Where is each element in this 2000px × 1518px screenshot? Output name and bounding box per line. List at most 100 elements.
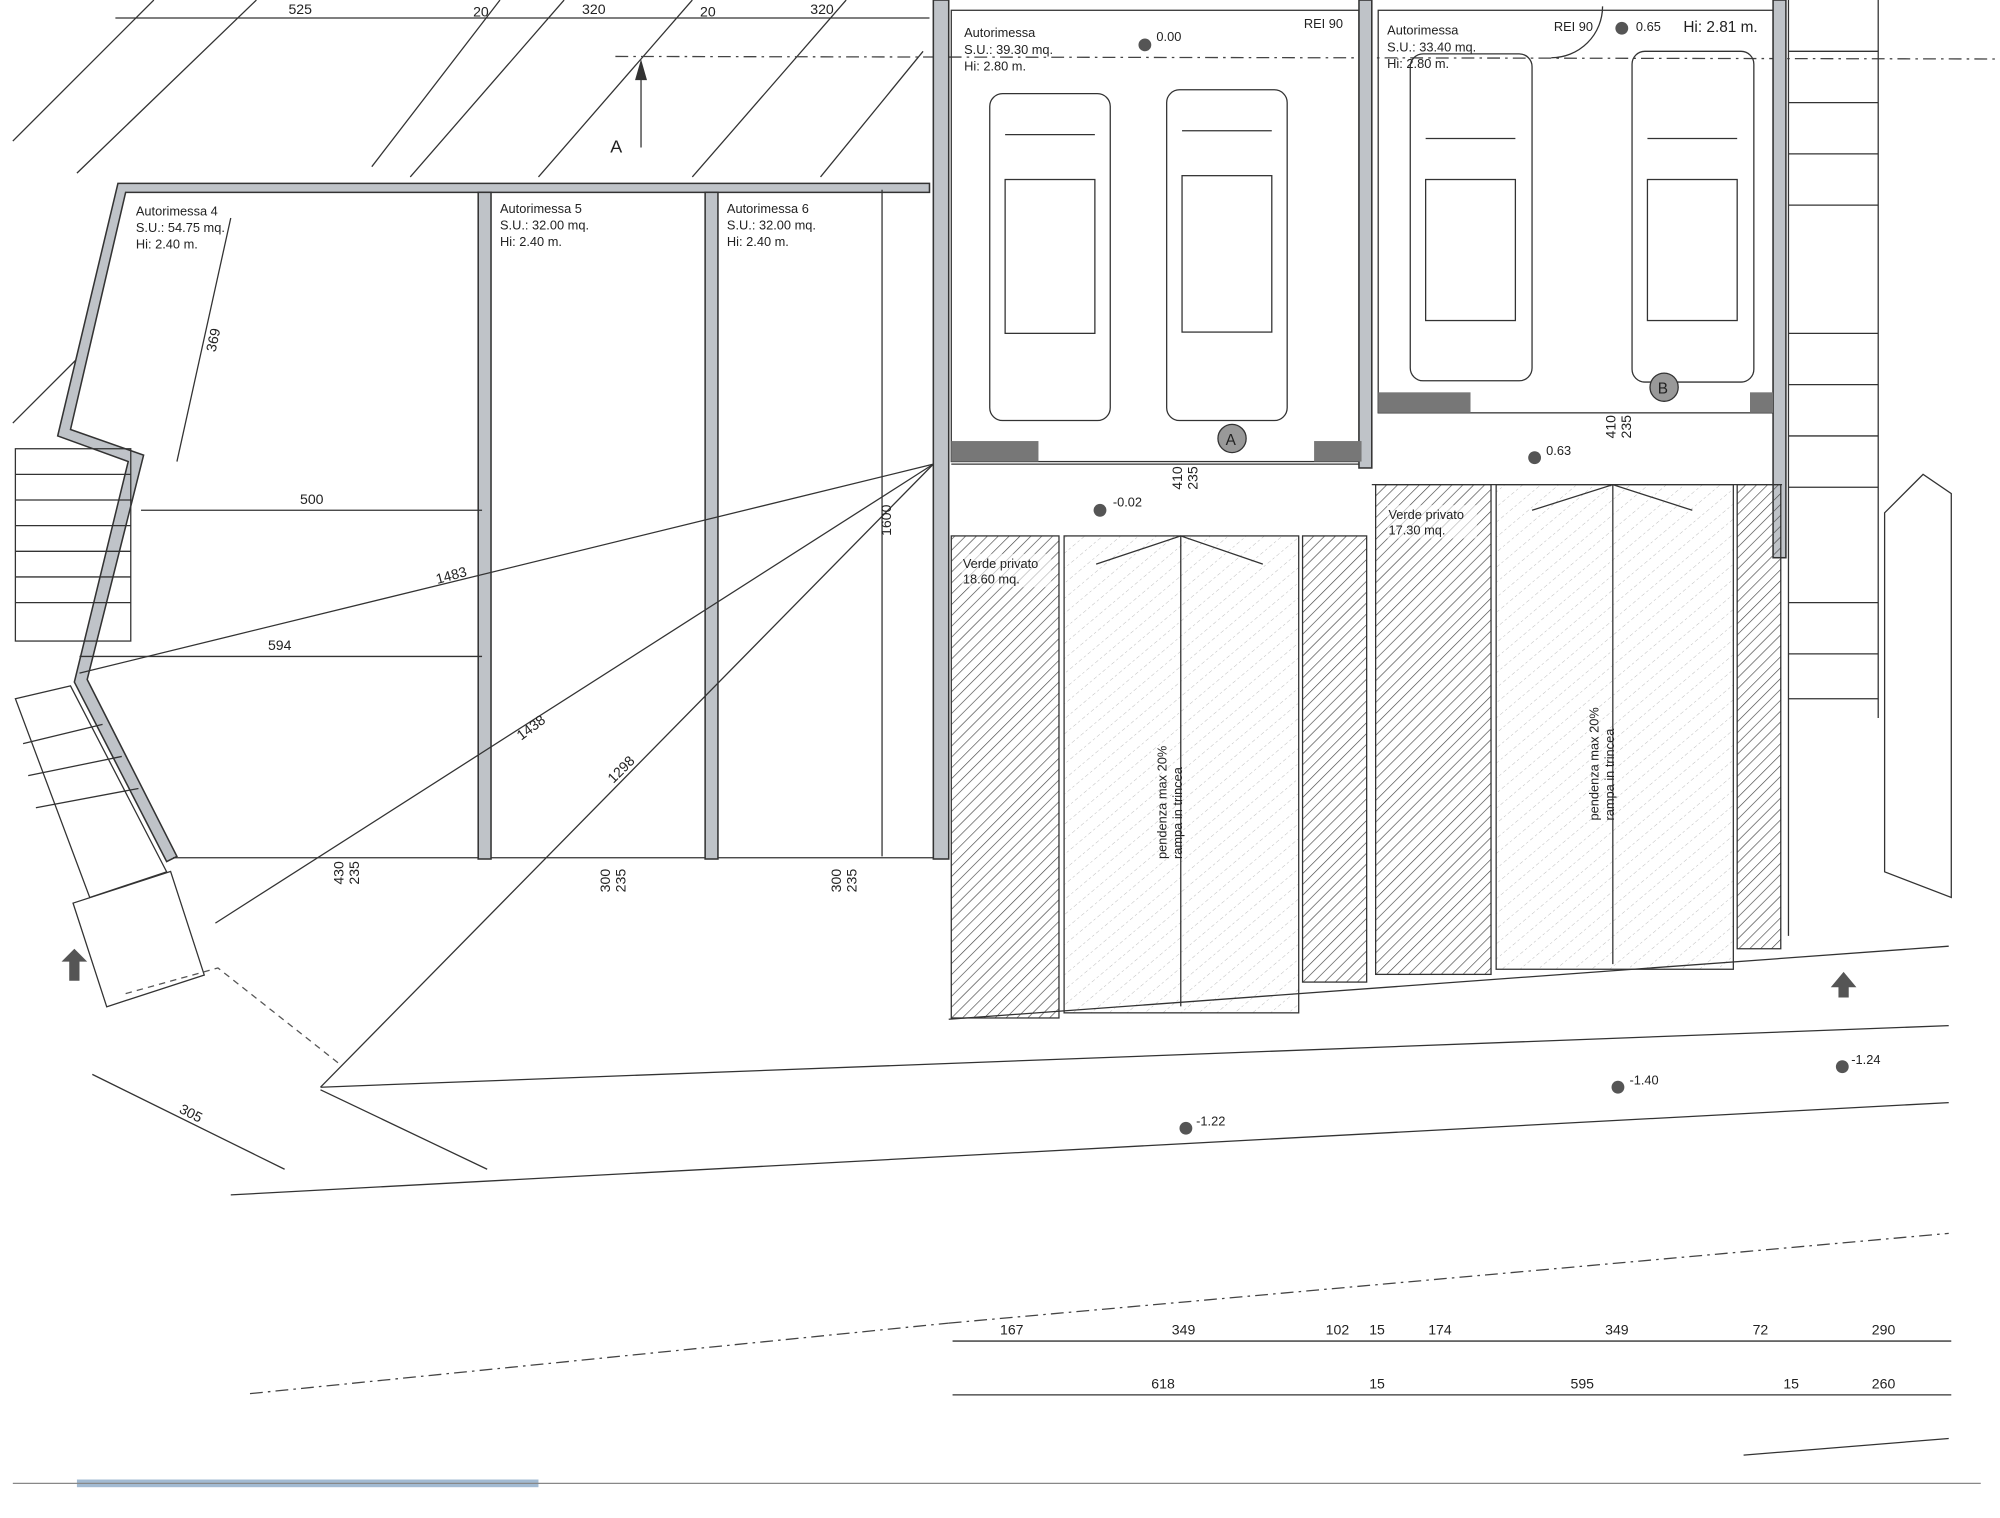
svg-text:235: 235 [843, 869, 859, 893]
stairs-right [1787, 0, 1952, 936]
svg-text:0.00: 0.00 [1156, 29, 1181, 44]
garage-6-name: Autorimessa 6 [727, 201, 809, 216]
dim-305: 305 [177, 1101, 205, 1126]
dim-1600: 1600 [878, 504, 894, 536]
road-lines [125, 945, 1949, 1456]
private-green-a [950, 535, 1060, 1019]
dim-1483: 1483 [434, 563, 469, 587]
garage-4-label: Autorimessa 4 S.U.: 54.75 mq. Hi: 2.40 m… [136, 203, 225, 251]
svg-text:-1.24: -1.24 [1851, 1052, 1880, 1067]
svg-text:410: 410 [1602, 415, 1618, 439]
svg-text:300: 300 [828, 869, 844, 893]
elevation-marker: 0.00 0.65 0.63 -0.02 -1.22 -1.40 -1.24 [1093, 19, 1881, 1135]
svg-text:260: 260 [1872, 1375, 1896, 1391]
door-a-label: REI 90 [1304, 16, 1343, 31]
dim-525: 525 [288, 1, 312, 17]
hi-label: Hi: 2.81 m. [1683, 19, 1757, 36]
green-b-area: 17.30 mq. [1388, 523, 1445, 538]
ramp-b-slope: pendenza max 20% [1587, 707, 1602, 820]
garage-5-name: Autorimessa 5 [500, 201, 582, 216]
dim-594: 594 [268, 637, 292, 653]
marker-a [1217, 423, 1247, 454]
terrain-lines [12, 0, 924, 424]
svg-text:235: 235 [346, 861, 362, 885]
svg-text:Hi: 2.80 m.: Hi: 2.80 m. [964, 59, 1026, 74]
svg-text:235: 235 [613, 869, 629, 893]
garage-a-room [950, 9, 1360, 463]
private-green-b [1375, 484, 1492, 976]
svg-text:-1.40: -1.40 [1629, 1073, 1658, 1088]
plan-dimension-lines [79, 189, 934, 1170]
partition-wall-6 [704, 191, 719, 860]
svg-text:618: 618 [1151, 1375, 1175, 1391]
svg-text:REI 90: REI 90 [1304, 16, 1343, 31]
ramp-b [1495, 484, 1734, 970]
garage-5-label: Autorimessa 5 S.U.: 32.00 mq. Hi: 2.40 m… [500, 201, 589, 249]
section-line [615, 55, 2000, 60]
pillar [1750, 392, 1774, 413]
top-dimension-line: 525 20 320 20 320 [115, 1, 930, 20]
svg-text:349: 349 [1172, 1322, 1196, 1338]
wall-a-b [1358, 0, 1373, 469]
svg-text:-1.22: -1.22 [1196, 1114, 1225, 1129]
svg-text:290: 290 [1872, 1322, 1896, 1338]
party-wall [932, 0, 950, 860]
car-icon [989, 92, 1111, 422]
svg-text:410: 410 [1169, 466, 1185, 490]
entrance-arrow-icon [61, 948, 88, 981]
garage-5-height: Hi: 2.40 m. [500, 234, 562, 249]
dimension-row-2: 618 15 595 15 260 [952, 1375, 1952, 1396]
garage-4-area: S.U.: 54.75 mq. [136, 220, 225, 235]
entrance-arrow-icon [1830, 971, 1857, 998]
marker-b [1649, 372, 1679, 402]
garage-6-area: S.U.: 32.00 mq. [727, 218, 816, 233]
outer-wall [56, 182, 931, 863]
dim-20a: 20 [473, 4, 489, 20]
svg-text:S.U.: 39.30 mq.: S.U.: 39.30 mq. [964, 42, 1053, 57]
svg-text:167: 167 [1000, 1322, 1024, 1338]
green-a-area: 18.60 mq. [963, 571, 1020, 586]
section-arrow-icon [635, 59, 648, 148]
garage-4-name: Autorimessa 4 [136, 203, 218, 218]
svg-text:15: 15 [1783, 1375, 1799, 1391]
pillar [1378, 392, 1471, 413]
partition-wall-5 [477, 191, 492, 860]
svg-text:15: 15 [1369, 1322, 1385, 1338]
car-icon [1166, 89, 1288, 422]
svg-text:0.65: 0.65 [1636, 19, 1661, 34]
svg-text:72: 72 [1753, 1322, 1769, 1338]
garage-6-height: Hi: 2.40 m. [727, 234, 789, 249]
door-swing [1551, 6, 1604, 59]
svg-text:Autorimessa: Autorimessa [1387, 23, 1459, 38]
svg-text:300: 300 [597, 869, 613, 893]
svg-text:174: 174 [1428, 1322, 1452, 1338]
dim-20b: 20 [700, 4, 716, 20]
svg-text:REI 90: REI 90 [1554, 19, 1593, 34]
pillar [1314, 441, 1362, 462]
dim-320a: 320 [582, 1, 606, 17]
wall-b-right [1772, 0, 1787, 559]
svg-text:235: 235 [1184, 466, 1200, 490]
svg-text:595: 595 [1571, 1375, 1595, 1391]
garage-5-area: S.U.: 32.00 mq. [500, 218, 589, 233]
pillar [951, 441, 1039, 462]
section-mark: A [610, 137, 622, 157]
dim-1438: 1438 [513, 711, 548, 743]
private-green-a2 [1301, 535, 1368, 983]
svg-text:0.63: 0.63 [1546, 443, 1571, 458]
green-b-label: Verde privato [1388, 507, 1464, 522]
garage-4-height: Hi: 2.40 m. [136, 237, 198, 252]
svg-text:-0.02: -0.02 [1113, 494, 1142, 509]
svg-text:235: 235 [1618, 415, 1634, 439]
dim-320b: 320 [810, 1, 834, 17]
private-green-b2 [1736, 484, 1782, 950]
svg-text:15: 15 [1369, 1375, 1385, 1391]
svg-text:102: 102 [1326, 1322, 1350, 1338]
car-icon [1409, 53, 1533, 382]
svg-text:430: 430 [331, 861, 347, 885]
door-b-label: REI 90 [1554, 19, 1593, 34]
green-a-label: Verde privato [963, 556, 1039, 571]
opening-label: 410 235 410 235 [1169, 415, 1634, 490]
marker-a-label: A [1226, 432, 1237, 449]
